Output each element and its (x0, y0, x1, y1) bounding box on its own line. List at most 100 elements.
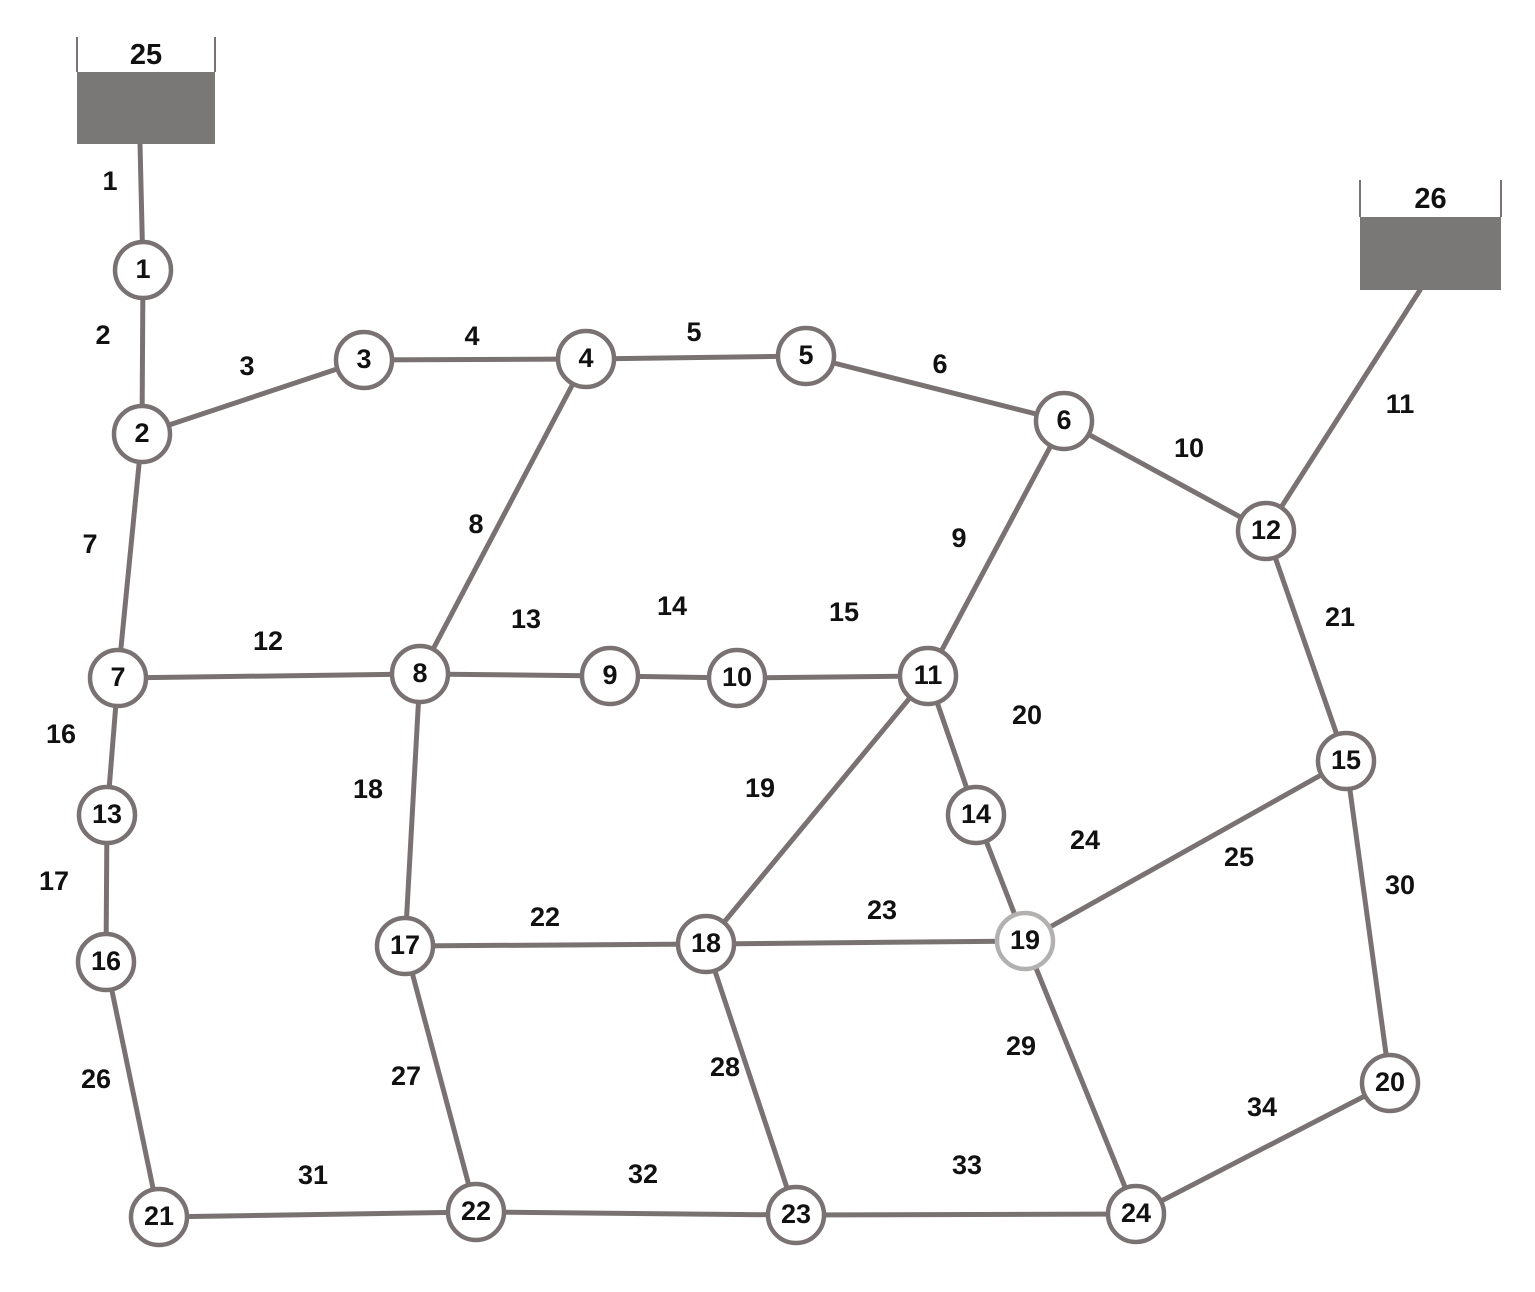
node-19: 19 (994, 910, 1056, 972)
node-17: 17 (374, 915, 436, 977)
pipe-33 (793, 1211, 1139, 1218)
node-label: 12 (1251, 515, 1281, 545)
node-8: 8 (389, 643, 451, 705)
node-label: 9 (602, 660, 617, 690)
node-6: 6 (1033, 390, 1095, 452)
reservoir-26: 26 (1359, 180, 1502, 290)
node-label: 20 (1375, 1067, 1405, 1097)
pipe-32 (473, 1209, 799, 1218)
pipe-34 (1133, 1080, 1393, 1217)
pipe-label-31: 31 (298, 1160, 328, 1190)
pipe-9 (925, 418, 1067, 679)
pipe-label-19: 19 (745, 773, 775, 803)
reservoir-label: 25 (130, 39, 162, 71)
pipe-label-23: 23 (867, 895, 897, 925)
node-14: 14 (945, 784, 1007, 846)
pipe-label-29: 29 (1006, 1031, 1036, 1061)
node-circle (112, 239, 174, 301)
node-circle (1033, 390, 1095, 452)
pipe-label-4: 4 (464, 321, 479, 351)
pipe-11 (1263, 287, 1423, 534)
node-circle (765, 1184, 827, 1246)
pipe-8 (417, 356, 589, 677)
pipe-27 (402, 943, 479, 1215)
node-21: 21 (128, 1186, 190, 1248)
node-label: 7 (110, 662, 125, 692)
node-20: 20 (1359, 1052, 1421, 1114)
pipe-label-32: 32 (628, 1159, 658, 1189)
node-label: 11 (914, 660, 943, 690)
node-circle (1315, 730, 1377, 792)
node-circle (1359, 1052, 1421, 1114)
pipe-label-3: 3 (239, 351, 254, 381)
node-label: 10 (722, 662, 752, 692)
pipe-label-22: 22 (530, 902, 560, 932)
pipe-label-17: 17 (39, 866, 69, 896)
node-circle (555, 328, 617, 390)
node-label: 1 (135, 254, 150, 284)
pipe-label-6: 6 (932, 349, 947, 379)
pipe-label-9: 9 (951, 523, 966, 553)
pipe-label-24: 24 (1070, 825, 1100, 855)
node-13: 13 (76, 784, 138, 846)
node-label: 6 (1056, 405, 1071, 435)
node-4: 4 (555, 328, 617, 390)
node-label: 17 (390, 930, 420, 960)
node-label: 3 (356, 344, 371, 374)
pipe-label-33: 33 (952, 1150, 982, 1180)
pipe-label-16: 16 (46, 719, 76, 749)
pipe-15 (734, 673, 931, 681)
node-7: 7 (87, 647, 149, 709)
pipe-label-34: 34 (1247, 1092, 1277, 1122)
pipe-25 (1022, 758, 1349, 944)
node-24: 24 (1105, 1183, 1167, 1245)
node-circle (897, 645, 959, 707)
pipe-19 (703, 673, 931, 947)
node-22: 22 (445, 1181, 507, 1243)
pipe-26 (103, 959, 162, 1220)
node-label: 23 (781, 1199, 811, 1229)
node-circle (675, 913, 737, 975)
reservoirs-layer: 25 26 (76, 37, 1502, 290)
pipe-label-10: 10 (1174, 433, 1204, 463)
pipe-7 (115, 431, 145, 681)
node-circle (1105, 1183, 1167, 1245)
pipe-10 (1061, 418, 1269, 534)
pipe-12 (115, 671, 423, 681)
pipe-label-12: 12 (253, 626, 283, 656)
node-circle (579, 645, 641, 707)
node-label: 8 (412, 658, 427, 688)
node-circle (111, 403, 173, 465)
node-label: 13 (92, 799, 122, 829)
node-circle (994, 910, 1056, 972)
pipe-label-21: 21 (1325, 602, 1355, 632)
node-circle (1235, 500, 1297, 562)
pipe-label-26: 26 (81, 1064, 111, 1094)
reservoir-water (77, 72, 215, 144)
node-label: 16 (91, 946, 121, 976)
node-5: 5 (775, 325, 837, 387)
pipe-label-1: 1 (102, 166, 117, 196)
node-circle (945, 784, 1007, 846)
node-15: 15 (1315, 730, 1377, 792)
pipe-label-7: 7 (82, 529, 97, 559)
node-circle (374, 915, 436, 977)
pipe-label-25: 25 (1224, 842, 1254, 872)
pipe-31 (156, 1209, 479, 1220)
node-label: 19 (1010, 925, 1040, 955)
node-9: 9 (579, 645, 641, 707)
node-label: 2 (134, 418, 149, 448)
node-label: 4 (578, 343, 593, 373)
pipe-label-2: 2 (95, 320, 110, 350)
node-16: 16 (75, 931, 137, 993)
pipe-label-15: 15 (829, 597, 859, 627)
node-label: 21 (144, 1201, 174, 1231)
pipe-22 (402, 941, 709, 949)
reservoir-25: 25 (76, 37, 216, 144)
node-23: 23 (765, 1184, 827, 1246)
node-label: 24 (1121, 1198, 1151, 1228)
pipe-label-8: 8 (468, 509, 483, 539)
node-10: 10 (706, 647, 768, 709)
